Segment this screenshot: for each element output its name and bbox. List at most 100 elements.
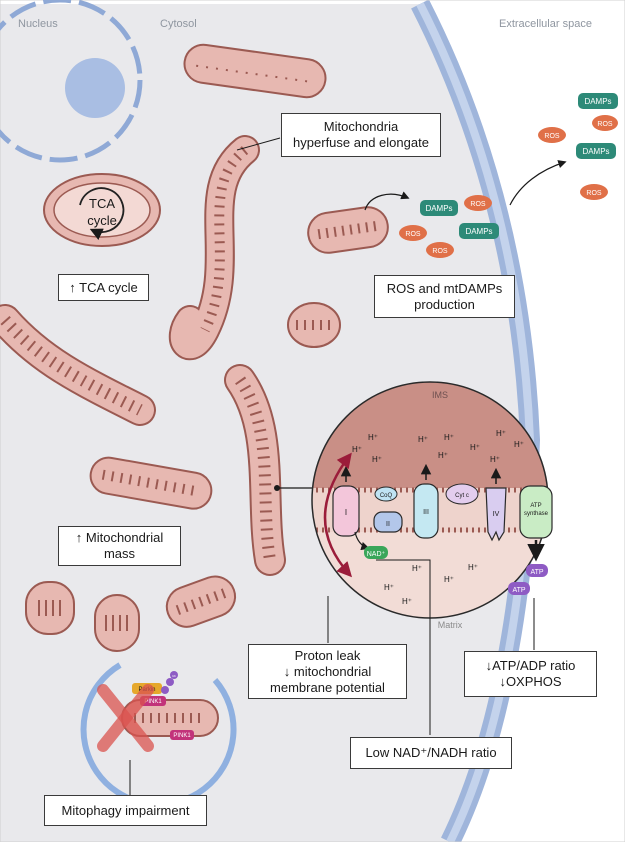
svg-text:ROS: ROS — [432, 248, 448, 255]
svg-text:I: I — [345, 508, 347, 517]
proton-leak-line-3: membrane potential — [270, 679, 385, 695]
mitochondrion-mid — [89, 456, 213, 510]
tca-inner-label-1: TCA — [89, 196, 115, 211]
leader-hyperfuse — [236, 137, 281, 151]
hyperfuse-line-1: Mitochondria — [323, 119, 399, 134]
svg-text:ATP: ATP — [530, 569, 543, 576]
svg-text:ROS: ROS — [586, 190, 602, 197]
leader-nad — [376, 559, 431, 735]
svg-text:PINK1: PINK1 — [173, 733, 191, 739]
coq: CoQ — [374, 486, 398, 502]
h-plus-ion: H⁺ — [352, 445, 362, 454]
svg-text:ROS: ROS — [405, 231, 421, 238]
svg-text:DAMPs: DAMPs — [425, 204, 452, 213]
svg-text:PINK1: PINK1 — [144, 699, 162, 705]
damps-tag-2: DAMPs — [459, 223, 499, 239]
h-plus-ion: H⁺ — [418, 435, 428, 444]
cytosol-label: Cytosol — [160, 18, 197, 30]
damps-tag-1: DAMPs — [420, 200, 458, 216]
svg-text:DAMPs: DAMPs — [584, 97, 611, 106]
h-plus-ion: H⁺ — [490, 455, 500, 464]
mitochondrion-small-1 — [287, 302, 341, 348]
h-plus-ion: H⁺ — [402, 597, 412, 606]
complex-iv: IV — [485, 487, 507, 542]
mitochondrion-small-4 — [165, 575, 237, 628]
h-plus-ion: H⁺ — [468, 563, 478, 572]
atp-synthase: ATP synthase — [519, 485, 553, 539]
svg-text:ROS: ROS — [597, 121, 613, 128]
h-plus-ion: H⁺ — [444, 433, 454, 442]
mitochondrion-ros — [307, 206, 389, 254]
mito-mass-callout: ↑ Mitochondrial mass — [58, 526, 181, 566]
h-plus-ion: H⁺ — [496, 429, 506, 438]
svg-text:Cyt c: Cyt c — [455, 493, 469, 499]
svg-text:DAMPs: DAMPs — [582, 147, 609, 156]
svg-text:CoQ: CoQ — [380, 493, 393, 499]
ros-tag-6: ROS — [580, 184, 608, 200]
proton-leak-callout: Proton leak ↓ mitochondrial membrane pot… — [248, 644, 407, 699]
damps-tag-3: DAMPs — [578, 93, 618, 109]
h-plus-ion: H⁺ — [470, 443, 480, 452]
hyperfuse-line-2: hyperfuse and elongate — [293, 135, 429, 150]
complex-ii: II — [373, 511, 403, 533]
h-plus-ion: H⁺ — [412, 564, 422, 573]
release-arrow-1 — [364, 191, 410, 211]
h-plus-ion: H⁺ — [438, 451, 448, 460]
ims-label: IMS — [432, 390, 448, 400]
svg-text:Ub: Ub — [172, 674, 176, 678]
ros-tag-2: ROS — [399, 225, 427, 241]
zoom-connector-dot — [274, 485, 280, 491]
matrix-label: Matrix — [438, 620, 463, 630]
nucleolus — [65, 58, 125, 118]
mito-mass-line-2: mass — [103, 546, 136, 561]
mitophagy-text: Mitophagy impairment — [61, 802, 190, 818]
nad-tag: NAD⁺ — [364, 546, 388, 559]
svg-text:II: II — [386, 521, 390, 528]
h-plus-ion: H⁺ — [384, 583, 394, 592]
ubiquitin-chain: Ub — [161, 671, 178, 694]
extracellular-label: Extracellular space — [499, 18, 592, 30]
svg-text:ATP: ATP — [512, 587, 525, 594]
cytc: Cyt c — [445, 483, 479, 505]
atp-tag-2: ATP — [508, 582, 530, 595]
proton-leak-arrow — [323, 452, 353, 578]
pink1-tag-2: PINK1 — [170, 730, 194, 740]
mito-mass-line-1: ↑ Mitochondrial — [75, 530, 164, 545]
svg-text:NAD⁺: NAD⁺ — [367, 551, 386, 558]
elongated-mitochondrion-1 — [170, 137, 258, 359]
h-plus-ion: H⁺ — [514, 440, 524, 449]
atp-tag-1: ATP — [526, 564, 548, 577]
tca-inner-label-2: cycle — [87, 213, 117, 228]
h-plus-ion: H⁺ — [368, 433, 378, 442]
mitochondrion-small-2 — [25, 581, 75, 635]
ros-tag-4: ROS — [592, 115, 618, 131]
h-plus-ion: H⁺ — [372, 455, 382, 464]
h-plus-ims-group: H⁺ H⁺ H⁺ H⁺ H⁺ H⁺ H⁺ H⁺ H⁺ H⁺ — [352, 429, 524, 464]
svg-text:III: III — [423, 509, 429, 516]
release-arrow-2 — [509, 160, 567, 206]
svg-text:synthase: synthase — [524, 511, 549, 517]
mitophagy-callout: Mitophagy impairment — [44, 795, 207, 826]
elongated-mitochondrion-3-cristae — [234, 376, 276, 561]
ros-tag-3: ROS — [426, 242, 454, 258]
nucleus-label: Nucleus — [18, 18, 58, 30]
atp-ratio-line-1: ↓ATP/ADP ratio — [485, 658, 576, 673]
damps-tag-4: DAMPs — [576, 143, 616, 159]
elongated-mitochondrion-2 — [0, 306, 154, 424]
tca-callout: ↑ TCA cycle — [58, 274, 149, 301]
atp-ratio-line-2: ↓OXPHOS — [499, 674, 562, 689]
cross-icon — [97, 684, 154, 752]
proton-leak-line-2: ↓ mitochondrial — [283, 663, 372, 679]
atp-ratio-callout: ↓ATP/ADP ratio ↓OXPHOS — [464, 651, 597, 697]
svg-text:ROS: ROS — [470, 201, 486, 208]
svg-text:IV: IV — [493, 511, 500, 518]
h-plus-matrix-group: H⁺ H⁺ H⁺ H⁺ H⁺ — [384, 563, 478, 606]
tca-cycle-arrow — [79, 187, 125, 240]
nad-ratio-text: Low NAD⁺/NADH ratio — [365, 745, 497, 760]
complex-iii: III — [413, 483, 439, 539]
ros-production-callout: ROS and mtDAMPs production — [374, 275, 515, 318]
proton-leak-line-1: Proton leak — [294, 647, 361, 663]
complex-i: I — [332, 485, 360, 537]
